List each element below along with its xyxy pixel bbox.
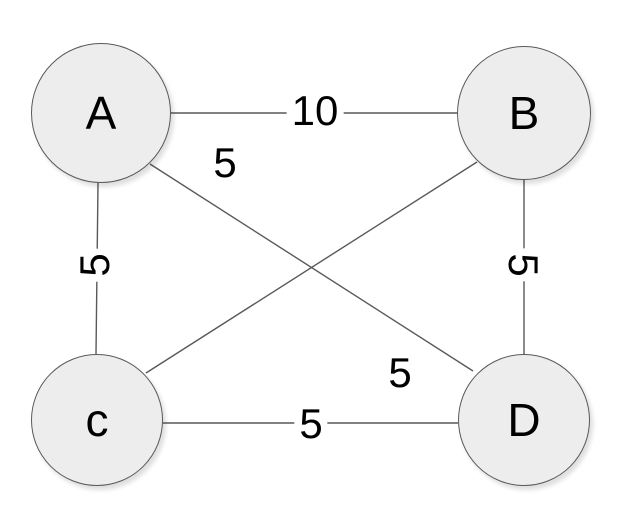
graph-node-c[interactable]: c: [31, 354, 163, 486]
edge-weight-a-b: 10: [286, 90, 344, 132]
edge-weight-c-b: 5: [383, 352, 417, 394]
graph-node-label: D: [507, 394, 541, 446]
graph-node-d[interactable]: D: [458, 354, 590, 486]
graph-node-label: A: [85, 87, 117, 139]
edge-weight-a-d: 5: [208, 142, 242, 184]
graph-node-label: B: [508, 87, 540, 139]
graph-edge: [145, 161, 478, 374]
graph-node-label: c: [85, 394, 109, 446]
edge-weight-a-c: 5: [71, 248, 118, 282]
edge-weight-c-d: 5: [294, 403, 328, 445]
graph-node-a[interactable]: A: [31, 43, 171, 183]
edge-weight-b-d: 5: [500, 248, 547, 282]
graph-node-b[interactable]: B: [457, 46, 591, 180]
